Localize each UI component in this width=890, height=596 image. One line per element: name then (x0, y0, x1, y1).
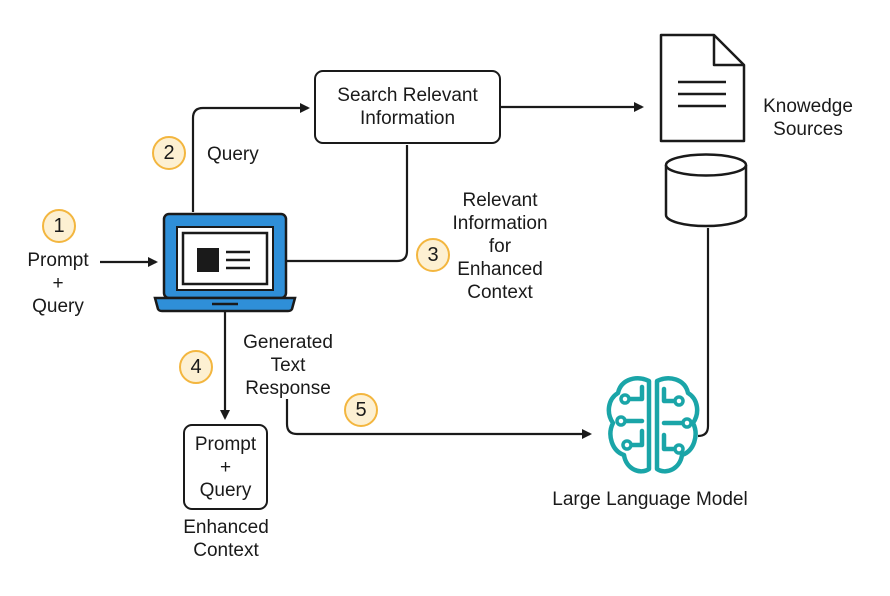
enhanced-prompt-box: Prompt + Query (183, 424, 268, 510)
line-database-to-llm (697, 228, 710, 438)
prompt-query-input-label: Prompt + Query (27, 250, 89, 317)
enhanced-context-label: Enhanced Context (183, 517, 269, 561)
step-badge-1: 1 (42, 209, 76, 243)
search-box-line-2: Information (359, 108, 456, 129)
step-badge-3: 3 (416, 238, 450, 272)
laptop-icon (153, 212, 297, 313)
query-label: Query (207, 144, 259, 165)
enhanced-prompt-line-3: Query (199, 479, 252, 501)
step-badge-5: 5 (344, 393, 378, 427)
document-icon (659, 33, 746, 143)
arrow-laptop-to-search (191, 103, 310, 212)
database-icon (664, 153, 748, 228)
search-box-line-1: Search Relevant (337, 85, 478, 106)
relevant-information-label: Relevant Information for Enhanced Contex… (452, 190, 548, 303)
enhanced-prompt-line-2: + (219, 456, 232, 478)
enhanced-prompt-line-1: Prompt (194, 433, 257, 455)
search-relevant-information-box: Search Relevant Information (314, 70, 501, 144)
generated-response-label: Generated Text Response (243, 332, 333, 399)
knowledge-sources-label: Knowedge Sources (763, 96, 853, 140)
arrow-response-to-llm (285, 399, 592, 439)
llm-label: Large Language Model (552, 489, 748, 510)
brain-circuit-icon (606, 376, 700, 474)
step-badge-4: 4 (179, 350, 213, 384)
line-search-to-laptop (287, 145, 409, 263)
step-badge-2: 2 (152, 136, 186, 170)
